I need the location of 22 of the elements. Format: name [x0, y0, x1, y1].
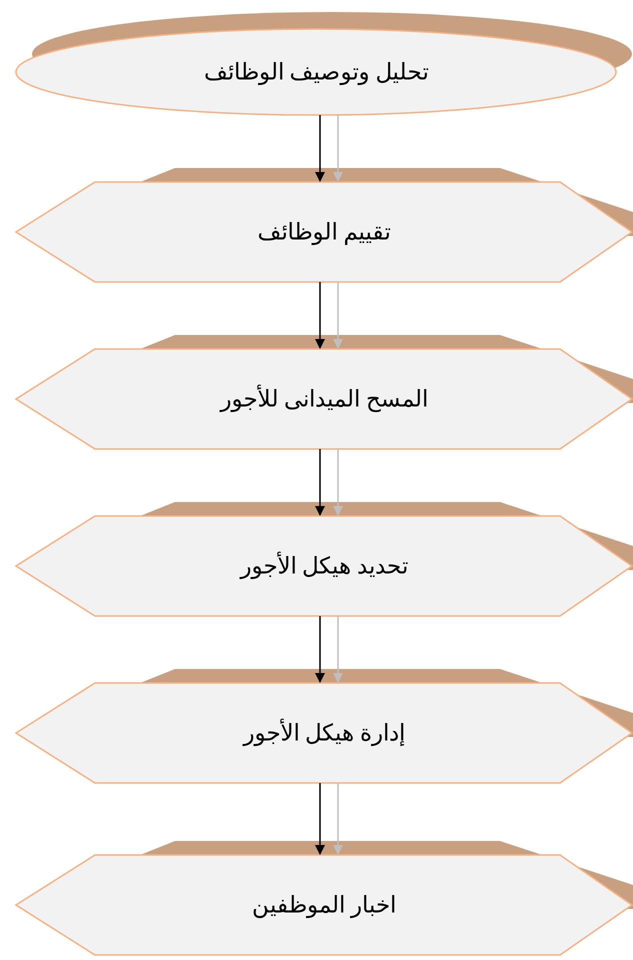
box-label: المسح الميدانى للأجور	[220, 386, 428, 412]
hexagon-box	[15, 500, 633, 617]
box-label: اخبار الموظفين	[252, 892, 396, 918]
hexagon-box	[15, 333, 633, 450]
hexagon-box	[15, 839, 633, 956]
arrow	[315, 115, 325, 182]
arrow	[333, 282, 343, 349]
box-label: تحديد هيكل الأجور	[240, 552, 408, 580]
ellipse-box	[15, 10, 633, 118]
arrow	[333, 616, 343, 683]
box-label: إدارة هيكل الأجور	[243, 720, 405, 746]
arrow	[333, 115, 343, 182]
arrow	[315, 783, 325, 855]
arrow	[333, 783, 343, 855]
hexagon-box	[15, 166, 633, 283]
arrow	[315, 449, 325, 516]
arrow	[333, 449, 343, 516]
arrow	[315, 282, 325, 349]
arrow	[315, 616, 325, 683]
hexagon-box	[15, 667, 633, 784]
box-label: تحليل وتوصيف الوظائف	[204, 58, 428, 86]
box-label: تقييم الوظائف	[258, 218, 390, 246]
